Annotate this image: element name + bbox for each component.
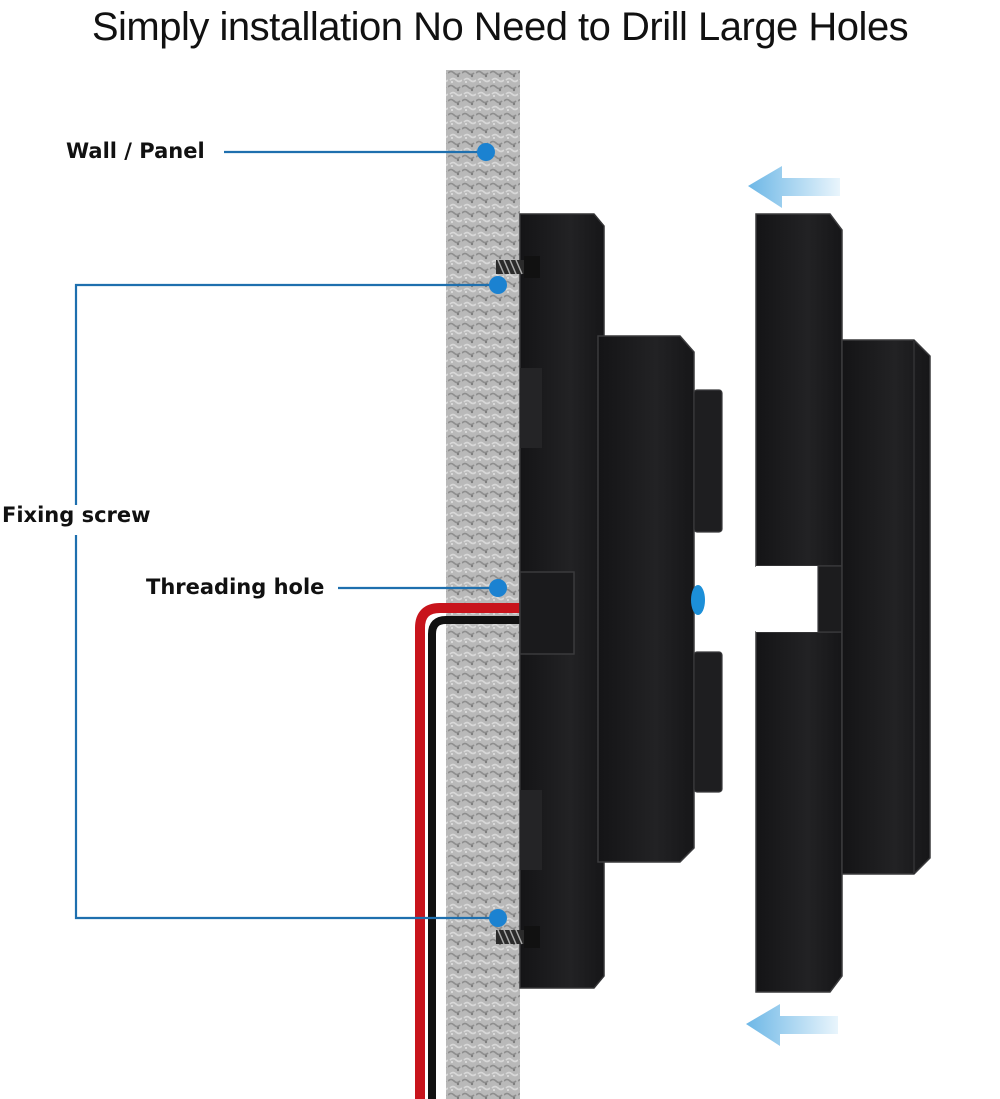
screw-top-leader-dot (489, 276, 507, 294)
front-cover-lower (755, 631, 843, 993)
front-display (841, 339, 931, 875)
cable-red (415, 603, 520, 1099)
page-title: Simply installation No Need to Drill Lar… (91, 5, 909, 49)
fixing-screw-leader-line (74, 283, 498, 920)
connector-bottom (693, 651, 723, 793)
screw-top-icon (496, 256, 540, 278)
threading-bracket (519, 571, 575, 655)
threading-hole-label: Threading hole (146, 575, 325, 599)
wall-leader-dot (477, 143, 495, 161)
wall-panel (446, 70, 520, 1099)
front-cover-upper (755, 213, 843, 567)
module-body (597, 335, 695, 863)
threading-hole-leader-dot (489, 579, 507, 597)
wall-label: Wall / Panel (66, 139, 205, 163)
connector-top (693, 389, 723, 533)
arrow-top-icon (748, 166, 840, 208)
arrow-bottom-icon (746, 1004, 838, 1046)
screw-bottom-icon (496, 926, 540, 948)
screw-bottom-leader-dot (489, 909, 507, 927)
cable-black (428, 616, 520, 1099)
blue-indicator (691, 585, 705, 615)
fixing-screw-label: Fixing screw (2, 503, 151, 527)
